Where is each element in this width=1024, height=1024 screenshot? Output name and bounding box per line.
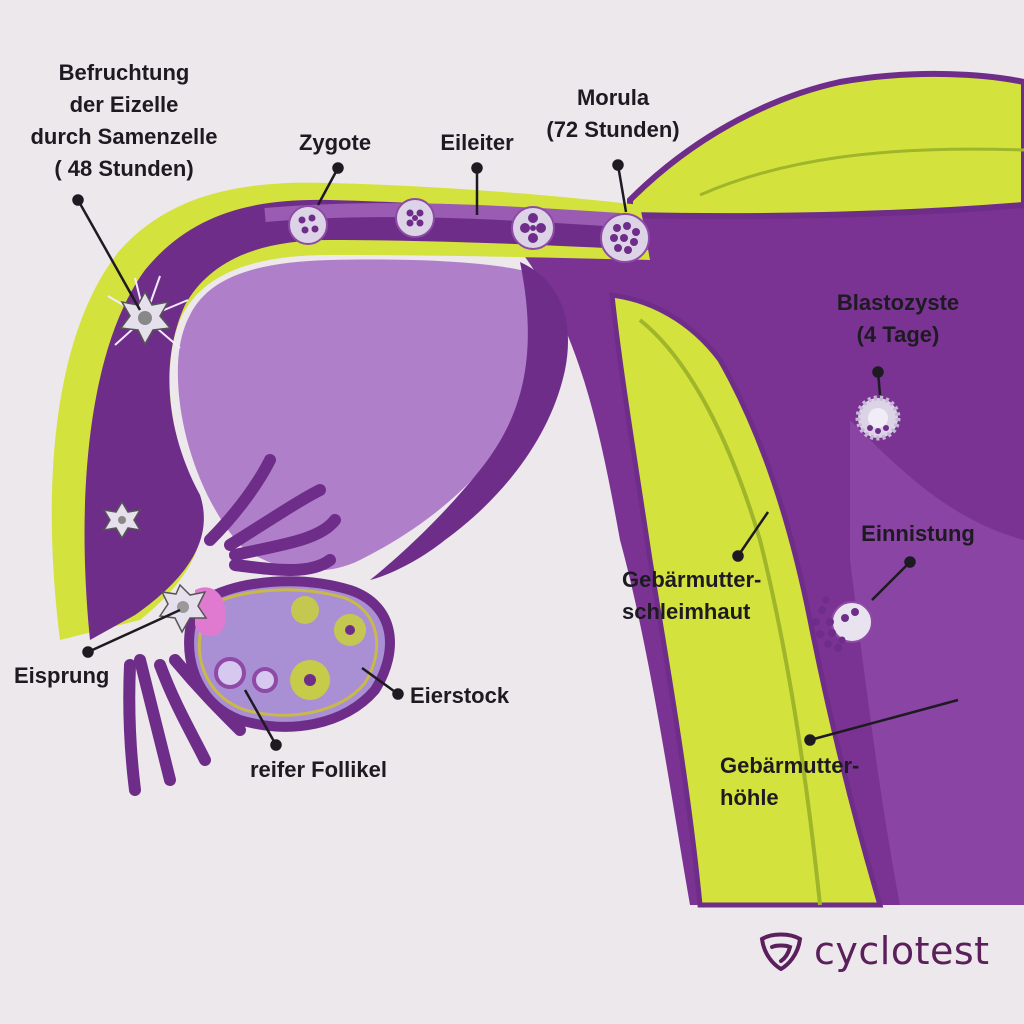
ovarian-ligament bbox=[370, 262, 568, 580]
four-cell-stage bbox=[511, 206, 555, 250]
implantation-cell bbox=[812, 596, 873, 652]
lining-inner-line bbox=[638, 318, 822, 906]
leader-lines bbox=[72, 159, 959, 751]
mesosalpinx bbox=[177, 259, 549, 571]
blastocyst-cell bbox=[855, 395, 901, 441]
zygote-cell bbox=[288, 205, 328, 245]
label-schleimhaut: Gebärmutter- schleimhaut bbox=[622, 567, 762, 624]
ovary-inner-border bbox=[197, 588, 379, 717]
ovary bbox=[184, 576, 395, 732]
label-zygote: Zygote bbox=[298, 130, 372, 155]
fertilization-cell bbox=[107, 275, 189, 349]
label-morula: Morula (72 Stunden) bbox=[546, 85, 680, 142]
cleavage-cell bbox=[395, 198, 435, 238]
label-eileiter: Eileiter bbox=[440, 130, 514, 155]
label-blastozyste: Blastozyste (4 Tage) bbox=[836, 290, 960, 347]
follicles bbox=[195, 587, 366, 700]
uterine-lining bbox=[609, 292, 884, 908]
label-follikel: reifer Follikel bbox=[250, 757, 387, 782]
label-eisprung: Eisprung bbox=[14, 663, 110, 688]
brand-name: cyclotest bbox=[814, 929, 990, 973]
uterus-fundus bbox=[627, 70, 1024, 220]
cyclotest-logo-icon bbox=[759, 932, 803, 971]
fallopian-tube bbox=[84, 199, 649, 640]
brand-logo: cyclotest bbox=[758, 926, 990, 976]
label-befruchtung: Befruchtung der Eizelle durch Samenzelle… bbox=[30, 60, 218, 181]
label-eierstock: Eierstock bbox=[410, 683, 510, 708]
morula-cell bbox=[600, 213, 650, 263]
fundus-fold bbox=[699, 147, 1024, 197]
fimbriae bbox=[123, 454, 341, 796]
label-hoehle: Gebärmutter- höhle bbox=[720, 753, 860, 810]
label-einnistung: Einnistung bbox=[861, 521, 975, 546]
egg-in-tube bbox=[102, 500, 142, 540]
uterine-cavity-wall bbox=[850, 420, 1024, 905]
